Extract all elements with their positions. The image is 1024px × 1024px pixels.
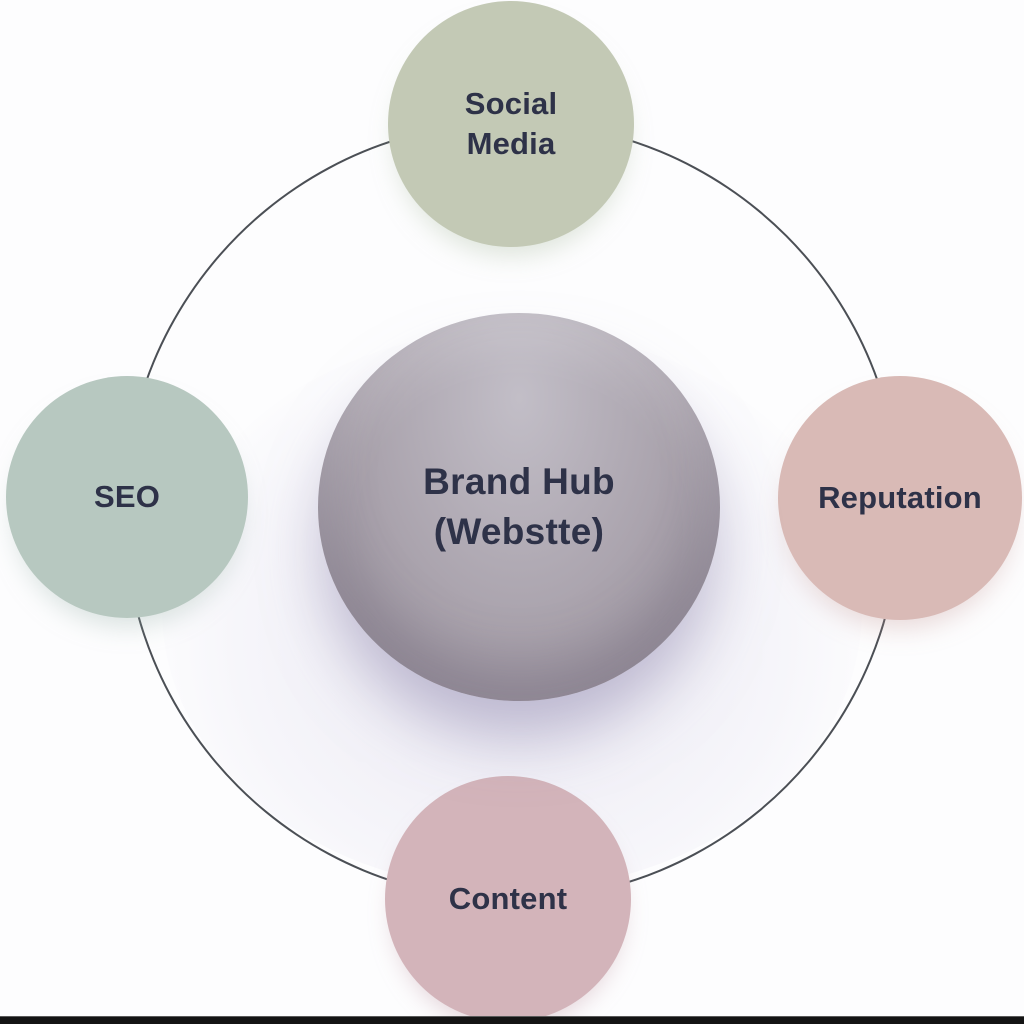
node-content-label: Content [448, 881, 568, 917]
hub-label-line2: (Webstte) [433, 511, 605, 552]
bottom-edge-bar [0, 1016, 1024, 1024]
node-reputation-label: Reputation [818, 480, 982, 516]
node-label-line: Media [466, 126, 556, 161]
node-seo: SEO [6, 376, 248, 618]
node-reputation: Reputation [778, 376, 1022, 620]
node-social-media-label: Social Media [465, 84, 558, 163]
node-content: Content [385, 776, 631, 1022]
node-seo-label: SEO [93, 479, 161, 515]
node-label-line: Social [464, 86, 558, 122]
node-social-media: Social Media [388, 1, 634, 247]
hub-brand-website: Brand Hub (Webstte) [318, 313, 720, 701]
hub-label-line1: Brand Hub [423, 461, 615, 503]
